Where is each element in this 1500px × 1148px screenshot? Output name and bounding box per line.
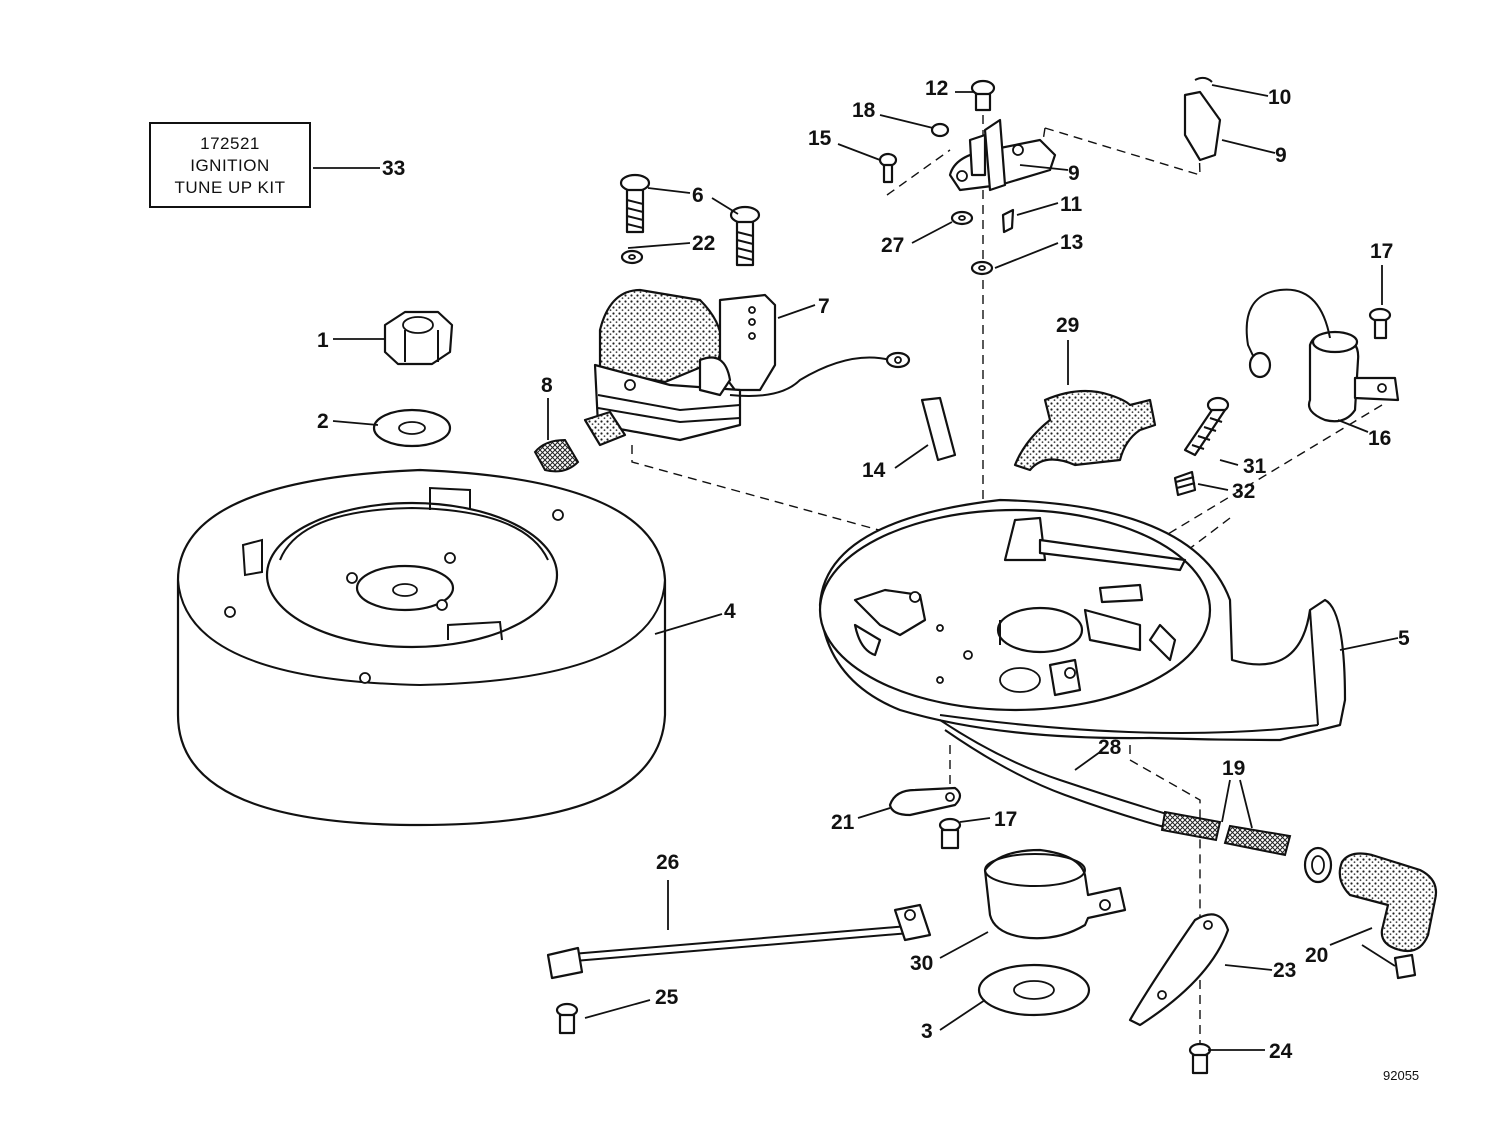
callout-13: 13: [1060, 231, 1083, 254]
callout-16: 16: [1368, 427, 1391, 450]
callout-22: 22: [692, 232, 715, 255]
callout-15: 15: [808, 127, 832, 150]
callout-12: 12: [925, 77, 948, 100]
stator-plate: [818, 498, 1347, 742]
callout-23: 23: [1273, 959, 1296, 982]
callout-18: 18: [852, 99, 876, 122]
callout-leaders: [313, 84, 1399, 1051]
kit-part-number: 172521: [200, 134, 260, 153]
hex-nut: [383, 310, 454, 366]
callout-9a: 9: [1068, 162, 1080, 185]
callout-4: 4: [724, 600, 736, 623]
felt-pad: [1013, 389, 1157, 472]
kit-line-2: TUNE UP KIT: [174, 178, 286, 197]
callout-7: 7: [818, 295, 830, 318]
callout-26: 26: [656, 851, 679, 874]
callout-33: 33: [382, 157, 405, 180]
callout-1: 1: [317, 329, 329, 352]
condenser: [1245, 288, 1400, 423]
callout-10: 10: [1268, 86, 1291, 109]
callout-24: 24: [1269, 1040, 1293, 1063]
ground-terminal: [888, 786, 962, 850]
small-washer: [620, 249, 644, 265]
breaker-points: [878, 76, 1222, 276]
callout-28: 28: [1098, 736, 1122, 759]
callout-27: 27: [881, 234, 904, 257]
coil-screws: [619, 173, 761, 267]
lead-clamp: [1128, 913, 1230, 1075]
callout-25: 25: [655, 986, 679, 1009]
callout-5: 5: [1398, 627, 1410, 650]
callout-numbers: 1 2 3 4 5 6 7 8 9 9 10 11 12 13 14 15 16…: [317, 77, 1410, 1063]
callout-9b: 9: [1275, 144, 1287, 167]
callout-30: 30: [910, 952, 933, 975]
callout-17a: 17: [1370, 240, 1393, 263]
callout-32: 32: [1232, 480, 1255, 503]
cam-wiper: [920, 396, 957, 462]
callout-31: 31: [1243, 455, 1267, 478]
callout-8: 8: [541, 374, 553, 397]
kit-line-1: IGNITION: [190, 156, 270, 175]
ground-strap: [546, 903, 932, 980]
plug-cap: [533, 438, 580, 473]
tune-up-kit-label: 172521 IGNITION TUNE UP KIT: [149, 122, 311, 208]
callout-3: 3: [921, 1020, 933, 1043]
lead-wire: [939, 719, 1222, 842]
callout-29: 29: [1056, 314, 1079, 337]
callout-19: 19: [1222, 757, 1245, 780]
ignition-coil: [583, 288, 911, 447]
washer: [372, 408, 452, 448]
strap-screw: [555, 1002, 579, 1035]
callout-2: 2: [317, 410, 329, 433]
callout-20: 20: [1305, 944, 1328, 967]
flywheel: [176, 468, 667, 827]
callout-17b: 17: [994, 808, 1017, 831]
callout-21: 21: [831, 811, 855, 834]
callout-6: 6: [692, 184, 704, 207]
callout-11: 11: [1060, 193, 1083, 216]
screw-and-spring: [1173, 396, 1230, 497]
spark-plug-boot: [1223, 824, 1438, 980]
callout-14: 14: [862, 459, 886, 482]
figure-number: 92055: [1383, 1068, 1419, 1083]
retainer-clamp: [977, 848, 1127, 1017]
